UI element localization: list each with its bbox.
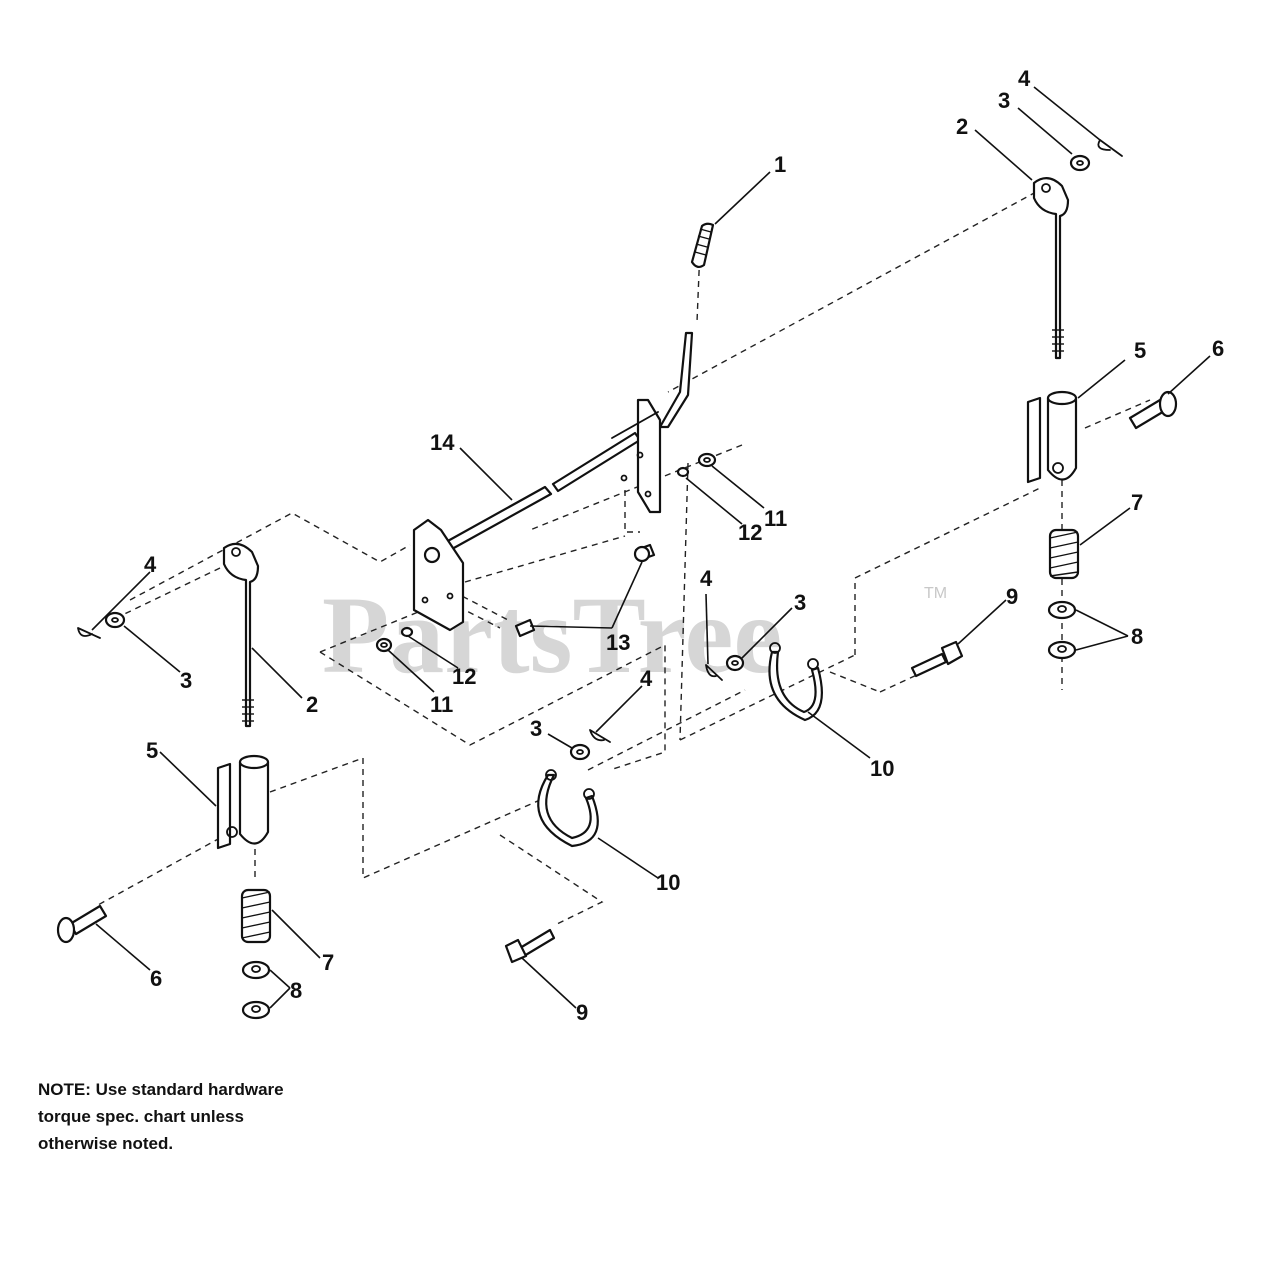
note-line: torque spec. chart unless: [38, 1107, 244, 1126]
callout-8-left: 8: [290, 978, 302, 1003]
callout-4-mid2: 4: [700, 566, 713, 591]
part-lift-link-right: [1032, 177, 1070, 360]
callout-10-right: 10: [870, 756, 894, 781]
part-strap-right: [768, 642, 823, 722]
part-strap-left: [537, 769, 599, 848]
callout-6-right: 6: [1212, 336, 1224, 361]
callout-14: 14: [430, 430, 455, 455]
callout-4-left: 4: [144, 552, 157, 577]
callout-5-right: 5: [1134, 338, 1146, 363]
part-lift-shaft: [412, 331, 694, 632]
note-line: otherwise noted.: [38, 1134, 174, 1153]
callout-7-left: 7: [322, 950, 334, 975]
callout-3-mid2: 3: [794, 590, 806, 615]
note-line: NOTE: Use standard hardware: [38, 1080, 284, 1099]
part-nuts-right: [1047, 600, 1077, 660]
alignment-lines: [97, 191, 1151, 926]
callout-3-top: 3: [998, 88, 1010, 113]
part-washer-cotter-top: [1069, 139, 1123, 172]
watermark-brand: PartsTree: [322, 574, 782, 696]
callout-numbers: 1 2 3 4 5 6 7 8 9 10 11 12 14 13 4 3 2 1…: [144, 66, 1224, 1025]
leader-lines: [91, 86, 1211, 1009]
part-spring-left: [240, 888, 272, 944]
part-pivot-bracket-right: [1026, 390, 1078, 484]
watermark-tm: TM: [924, 585, 947, 602]
callout-2-left: 2: [306, 692, 318, 717]
part-bolts-13: [514, 543, 656, 638]
callout-9-left: 9: [576, 1000, 588, 1025]
callout-3-mid: 3: [530, 716, 542, 741]
callout-12-left: 12: [452, 664, 476, 689]
callout-4-mid: 4: [640, 666, 653, 691]
callout-8-right: 8: [1131, 624, 1143, 649]
torque-note: NOTE: Use standard hardware torque spec.…: [38, 1076, 338, 1157]
part-pivot-bracket-left: [216, 754, 270, 850]
part-lift-link-left: [222, 542, 260, 728]
callout-12-center: 12: [738, 520, 762, 545]
part-clevis-pin-right: [1128, 390, 1178, 430]
part-washer-cotter-mid: [569, 654, 745, 761]
callout-6-left: 6: [150, 966, 162, 991]
part-bolt-left: [504, 928, 556, 964]
callout-7-right: 7: [1131, 490, 1143, 515]
part-nuts-left: [241, 960, 271, 1020]
callout-13: 13: [606, 630, 630, 655]
callout-11-left: 11: [430, 692, 453, 717]
callout-10-left: 10: [656, 870, 680, 895]
part-washers-center: [676, 452, 717, 478]
part-bolt-right: [910, 640, 964, 678]
callout-2-top: 2: [956, 114, 968, 139]
callout-3-left: 3: [180, 668, 192, 693]
part-clevis-pin-left: [56, 904, 108, 944]
callout-5-left: 5: [146, 738, 158, 763]
callout-11-center: 11: [764, 506, 787, 531]
part-washer-cotter-left: [77, 611, 126, 639]
part-spring-right: [1048, 528, 1080, 580]
part-handle-grip: [690, 222, 715, 269]
callout-9-right: 9: [1006, 584, 1018, 609]
callout-1: 1: [774, 152, 786, 177]
part-washers-left: [375, 626, 414, 653]
callout-4-top: 4: [1018, 66, 1031, 91]
